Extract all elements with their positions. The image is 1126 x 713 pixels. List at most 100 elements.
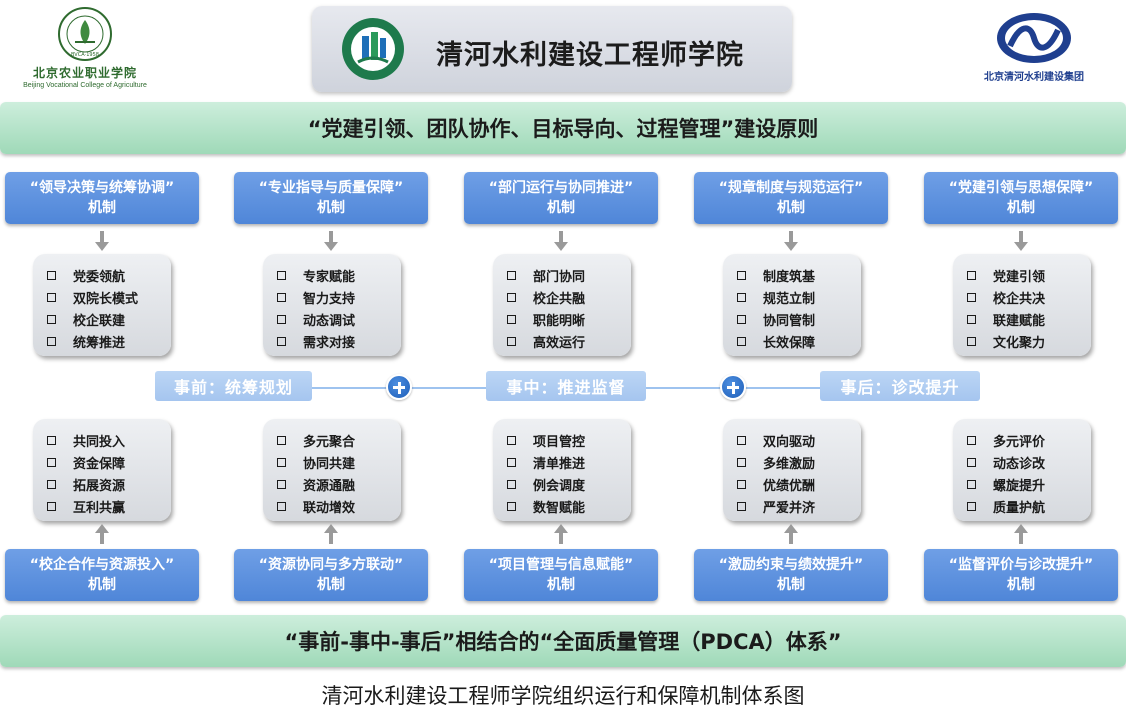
mechanism-title: “规章制度与规范运行” — [718, 180, 864, 196]
checkbox-icon — [47, 479, 56, 489]
mechanism-suffix: 机制 — [317, 577, 345, 593]
checkbox-icon — [967, 435, 976, 445]
checkbox-icon — [967, 336, 976, 346]
checkbox-icon — [967, 501, 976, 511]
checkbox-icon — [737, 479, 746, 489]
mechanism-title: “项目管理与信息赋能” — [488, 557, 634, 573]
mechanism-suffix: 机制 — [317, 200, 345, 216]
list-item: 校企共融 — [507, 286, 631, 308]
checkbox-icon — [47, 270, 56, 280]
list-item: 资金保障 — [47, 451, 171, 473]
list-item: 优绩优酬 — [737, 473, 861, 495]
mechanism-title: “校企合作与资源投入” — [29, 557, 175, 573]
checkbox-icon — [507, 457, 516, 467]
down-arrow-icon — [324, 231, 338, 251]
list-item: 职能明晰 — [507, 308, 631, 330]
checkbox-icon — [507, 270, 516, 280]
item-card: 部门协同 校企共融 职能明晰 高效运行 — [493, 254, 631, 356]
list-item: 智力支持 — [277, 286, 401, 308]
checkbox-icon — [507, 292, 516, 302]
mechanism-box: “规章制度与规范运行” 机制 — [694, 172, 888, 224]
group-logo-right: 北京清河水利建设集团 — [968, 10, 1100, 90]
list-item: 制度筑基 — [737, 264, 861, 286]
mechanism-title: “部门运行与协同推进” — [488, 180, 634, 196]
checkbox-icon — [47, 292, 56, 302]
checkbox-icon — [737, 336, 746, 346]
up-arrow-icon — [95, 524, 109, 544]
checkbox-icon — [277, 314, 286, 324]
mechanism-suffix: 机制 — [88, 200, 116, 216]
checkbox-icon — [737, 292, 746, 302]
college-logo-left: BVCA·1958 北京农业职业学院 Beijing Vocational Co… — [20, 6, 150, 90]
mechanism-suffix: 机制 — [547, 200, 575, 216]
checkbox-icon — [507, 435, 516, 445]
checkbox-icon — [967, 292, 976, 302]
down-arrow-icon — [554, 231, 568, 251]
mechanism-title: “党建引领与思想保障” — [948, 180, 1094, 196]
checkbox-icon — [507, 501, 516, 511]
list-item: 专家赋能 — [277, 264, 401, 286]
list-item: 多维激励 — [737, 451, 861, 473]
item-card: 项目管控 清单推进 例会调度 数智赋能 — [493, 419, 631, 521]
checkbox-icon — [737, 314, 746, 324]
checkbox-icon — [967, 270, 976, 280]
mechanism-box: “校企合作与资源投入” 机制 — [5, 549, 199, 601]
up-arrow-icon — [1014, 524, 1028, 544]
checkbox-icon — [737, 435, 746, 445]
checkbox-icon — [967, 314, 976, 324]
checkbox-icon — [277, 479, 286, 489]
item-card: 共同投入 资金保障 拓展资源 互利共赢 — [33, 419, 171, 521]
list-item: 资源通融 — [277, 473, 401, 495]
checkbox-icon — [967, 457, 976, 467]
institute-emblem-icon — [342, 18, 404, 80]
checkbox-icon — [507, 479, 516, 489]
checkbox-icon — [737, 270, 746, 280]
checkbox-icon — [737, 457, 746, 467]
list-item: 校企联建 — [47, 308, 171, 330]
list-item: 规范立制 — [737, 286, 861, 308]
list-item: 拓展资源 — [47, 473, 171, 495]
checkbox-icon — [277, 270, 286, 280]
college-name-cn: 北京农业职业学院 — [32, 66, 137, 80]
list-item: 共同投入 — [47, 429, 171, 451]
item-card: 双向驱动 多维激励 优绩优酬 严爱并济 — [723, 419, 861, 521]
figure-caption: 清河水利建设工程师学院组织运行和保障机制体系图 — [321, 684, 805, 708]
item-card: 制度筑基 规范立制 协同管制 长效保障 — [723, 254, 861, 356]
phase-before: 事前：统筹规划 — [155, 371, 312, 401]
list-item: 质量护航 — [967, 495, 1091, 517]
list-item: 互利共赢 — [47, 495, 171, 517]
list-item: 校企共决 — [967, 286, 1091, 308]
checkbox-icon — [277, 501, 286, 511]
item-card: 多元聚合 协同共建 资源通融 联动增效 — [263, 419, 401, 521]
group-name-cn: 北京清河水利建设集团 — [984, 72, 1084, 83]
seal-text: BVCA·1958 — [71, 52, 99, 58]
checkbox-icon — [277, 292, 286, 302]
college-name-en: Beijing Vocational College of Agricultur… — [23, 82, 147, 89]
down-arrow-icon — [784, 231, 798, 251]
list-item: 部门协同 — [507, 264, 631, 286]
list-item: 文化聚力 — [967, 330, 1091, 352]
phase-after: 事后：诊改提升 — [820, 371, 980, 401]
list-item: 双院长模式 — [47, 286, 171, 308]
list-item: 动态调试 — [277, 308, 401, 330]
page-title: 清河水利建设工程师学院 — [436, 40, 744, 71]
mechanism-box: “部门运行与协同推进” 机制 — [464, 172, 658, 224]
checkbox-icon — [47, 336, 56, 346]
list-item: 党委领航 — [47, 264, 171, 286]
checkbox-icon — [47, 501, 56, 511]
mechanism-suffix: 机制 — [1007, 577, 1035, 593]
list-item: 长效保障 — [737, 330, 861, 352]
group-logo-icon — [997, 13, 1071, 63]
list-item: 多元评价 — [967, 429, 1091, 451]
mechanism-suffix: 机制 — [88, 577, 116, 593]
down-arrow-icon — [1014, 231, 1028, 251]
checkbox-icon — [967, 479, 976, 489]
mechanism-title: “激励约束与绩效提升” — [718, 557, 864, 573]
mechanism-suffix: 机制 — [777, 577, 805, 593]
list-item: 清单推进 — [507, 451, 631, 473]
mechanism-title: “领导决策与统筹协调” — [29, 180, 175, 196]
down-arrow-icon — [95, 231, 109, 251]
mechanism-suffix: 机制 — [547, 577, 575, 593]
principles-banner: “党建引领、团队协作、目标导向、过程管理”建设原则 — [0, 102, 1126, 154]
checkbox-icon — [277, 457, 286, 467]
